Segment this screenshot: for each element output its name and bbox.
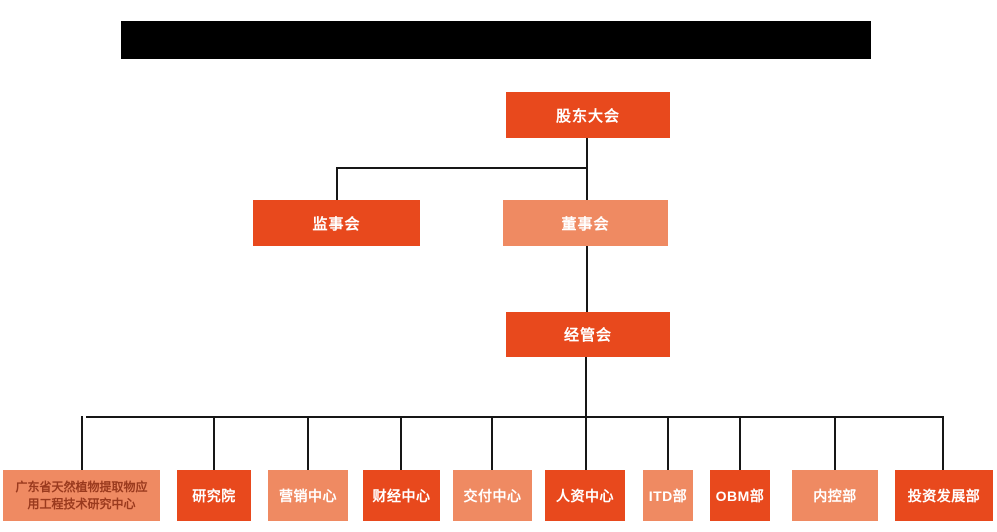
org-node-label: 财经中心	[372, 487, 431, 504]
connector-drop-investment	[942, 416, 944, 470]
redacted-title-bar	[121, 21, 871, 59]
org-node-shareholders-meeting: 股东大会	[506, 92, 670, 138]
org-node-hr-center: 人资中心	[545, 470, 625, 521]
connector-directors-to-management	[586, 246, 588, 312]
org-node-delivery-center: 交付中心	[453, 470, 532, 521]
org-node-label: 监事会	[312, 215, 361, 233]
org-node-internal-control-department: 内控部	[792, 470, 878, 521]
org-node-marketing-center: 营销中心	[268, 470, 348, 521]
connector-management-to-bus	[585, 357, 587, 470]
org-node-label: 经管会	[563, 327, 612, 344]
connector-drop-delivery	[491, 416, 493, 470]
org-node-label: OBM部	[715, 487, 765, 504]
org-node-supervisory-board: 监事会	[253, 200, 420, 246]
connector-departments-bus	[86, 416, 944, 418]
connector-drop-itd	[667, 416, 669, 470]
connector-drop-internal-control	[834, 416, 836, 470]
org-node-label: 广东省天然植物提取物应用工程技术研究中心	[15, 479, 148, 511]
connector-level2-horizontal	[336, 167, 588, 169]
connector-drop-finance	[400, 416, 402, 470]
org-node-board-of-directors: 董事会	[503, 200, 668, 246]
org-node-management-committee: 经管会	[506, 312, 670, 357]
org-node-label: 研究院	[192, 487, 236, 504]
org-node-obm-department: OBM部	[710, 470, 770, 521]
org-node-label: 董事会	[561, 215, 610, 233]
org-node-label: 投资发展部	[907, 487, 981, 504]
org-node-label: 交付中心	[463, 487, 522, 504]
org-node-label: 营销中心	[279, 487, 337, 504]
org-node-research-center: 广东省天然植物提取物应用工程技术研究中心	[3, 470, 160, 521]
org-node-label: 人资中心	[556, 487, 614, 504]
connector-drop-research-institute	[213, 416, 215, 470]
org-node-investment-development-department: 投资发展部	[895, 470, 993, 521]
connector-drop-marketing	[307, 416, 309, 470]
connector-drop-obm	[739, 416, 741, 470]
org-node-label: 内控部	[813, 487, 857, 504]
org-node-finance-center: 财经中心	[363, 470, 440, 521]
org-node-label: 股东大会	[555, 107, 620, 125]
org-node-label: ITD部	[648, 487, 688, 504]
org-node-itd-department: ITD部	[643, 470, 693, 521]
connector-root-to-directors	[586, 138, 588, 200]
connector-drop-research-center	[81, 416, 83, 470]
org-node-research-institute: 研究院	[177, 470, 251, 521]
connector-drop-supervisory	[336, 167, 338, 200]
